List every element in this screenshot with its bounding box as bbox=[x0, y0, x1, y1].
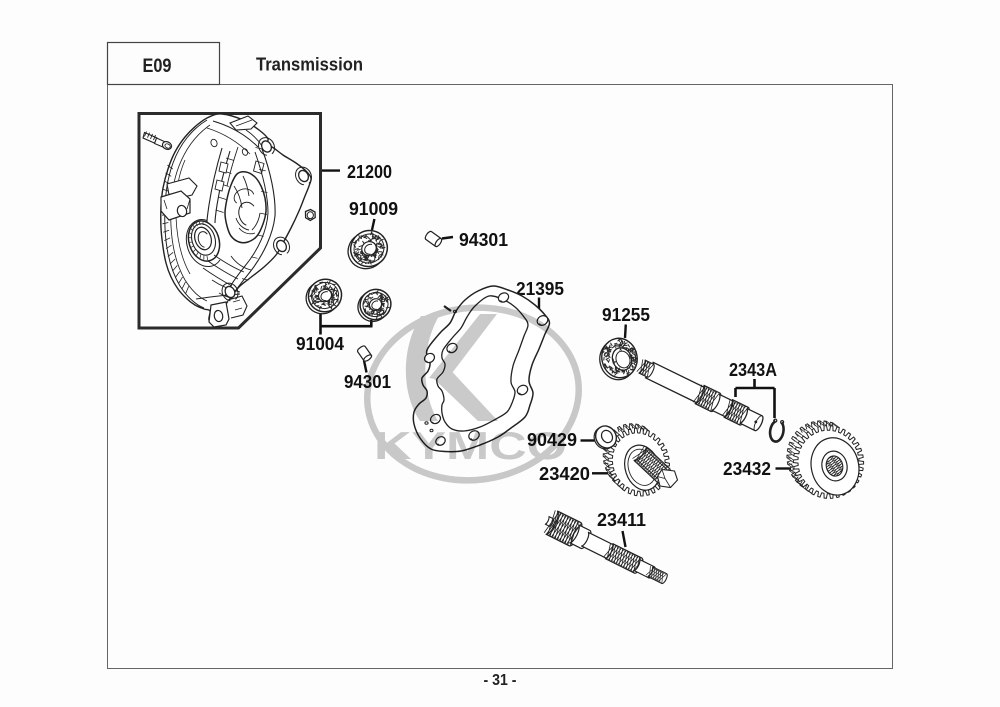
svg-text:94301: 94301 bbox=[459, 230, 508, 250]
svg-text:2343A: 2343A bbox=[729, 360, 777, 380]
svg-text:91255: 91255 bbox=[602, 305, 650, 325]
svg-text:91004: 91004 bbox=[296, 334, 344, 354]
svg-text:23420: 23420 bbox=[539, 464, 590, 484]
svg-text:23432: 23432 bbox=[723, 459, 771, 479]
svg-text:21200: 21200 bbox=[347, 162, 392, 182]
svg-text:Transmission: Transmission bbox=[256, 55, 363, 75]
svg-text:91009: 91009 bbox=[349, 199, 398, 219]
svg-text:23411: 23411 bbox=[597, 510, 646, 530]
svg-text:21395: 21395 bbox=[516, 279, 564, 299]
svg-text:KYMCO: KYMCO bbox=[374, 425, 567, 468]
svg-text:E09: E09 bbox=[143, 55, 172, 77]
svg-text:- 31 -: - 31 - bbox=[484, 672, 517, 689]
